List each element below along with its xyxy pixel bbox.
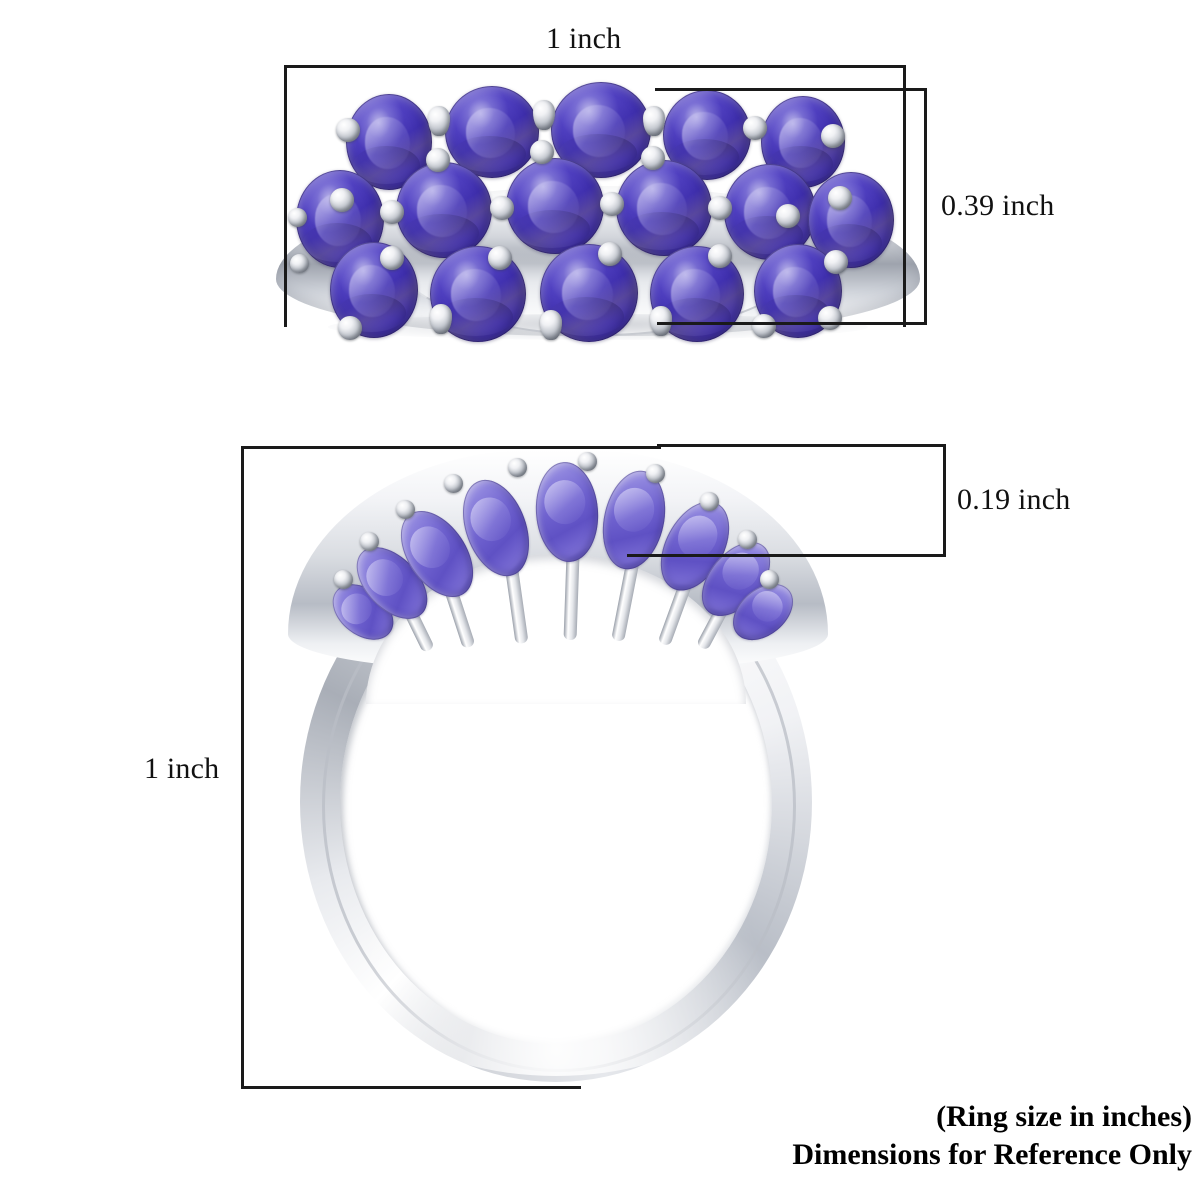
dimension-rule-height-upper [655,88,927,91]
prong [641,146,665,170]
prong [508,458,527,477]
prong [490,196,514,220]
prong [752,314,776,338]
prong [646,464,665,483]
dimension-label-top-height: 0.39 inch [941,189,1055,222]
side-view-ring-illustration [248,436,868,1096]
prong [380,246,404,270]
prong [396,500,415,519]
prong [708,196,732,220]
caption-line-2: Dimensions for Reference Only [792,1137,1192,1171]
prong [824,250,848,274]
dimension-label-side-overall: 1 inch [144,752,220,785]
gemstone [396,162,492,258]
prong [743,116,767,140]
prong [428,106,450,136]
gemstone [506,158,604,254]
prong [530,140,554,164]
prong [828,186,852,210]
gemstone [445,86,539,178]
prong [288,208,307,227]
dimension-rule-side-left [241,446,244,1088]
dimension-rule-height-lower [657,322,927,325]
prong [738,530,757,549]
dimension-rule-side-bottom [241,1086,581,1089]
prong [700,492,719,511]
dimension-rule-side-top [241,446,661,449]
prong [821,124,845,148]
prong [600,192,624,216]
prong [708,244,732,268]
prong [533,100,555,130]
prong [360,532,379,551]
dimension-label-top-width: 1 inch [546,22,622,55]
prong [578,452,597,471]
prong [643,106,665,136]
prong [598,242,622,266]
dimension-rule-crown-right [943,444,946,556]
prong [336,118,360,142]
dimension-rule-top-right [903,65,906,327]
dimension-label-side-crown: 0.19 inch [957,483,1071,516]
prong [334,570,353,589]
prong [330,188,354,212]
dimension-rule-crown-upper [657,444,946,447]
dimension-rule-top-left [284,65,287,327]
top-view-ring-illustration [268,78,928,368]
prong [426,148,450,172]
prong [338,316,362,340]
prong [290,254,309,273]
gemstone [616,160,712,256]
prong [540,310,562,340]
dimension-rule-top-width [284,65,904,68]
prong [760,570,779,589]
prong [488,246,512,270]
dimension-rule-height-right [924,88,927,325]
prong [430,304,452,334]
prong [444,474,463,493]
figure-caption: (Ring size in inches) Dimensions for Ref… [792,1098,1192,1173]
dimension-rule-crown-lower [627,554,946,557]
prong [650,306,672,336]
prong [776,204,800,228]
prong [818,306,842,330]
prong [380,200,404,224]
caption-line-1: (Ring size in inches) [936,1100,1192,1133]
